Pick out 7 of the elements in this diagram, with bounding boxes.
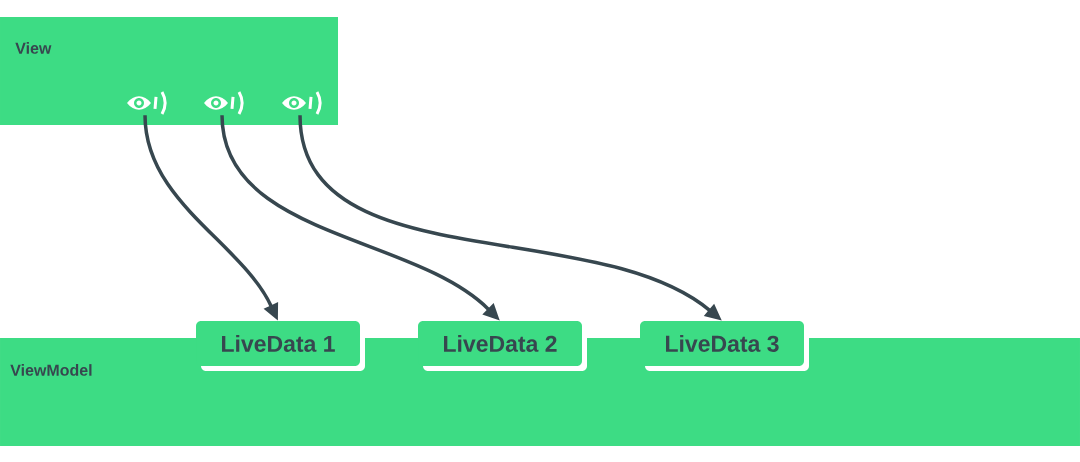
eye-icon (204, 91, 244, 115)
eye-icon (282, 91, 322, 115)
eye-icon (127, 91, 167, 115)
data-card: LiveData 1 (196, 321, 365, 371)
layer-box: View (0, 17, 338, 125)
data-card: LiveData 2 (418, 321, 587, 371)
data-card: LiveData 3 (640, 321, 809, 371)
